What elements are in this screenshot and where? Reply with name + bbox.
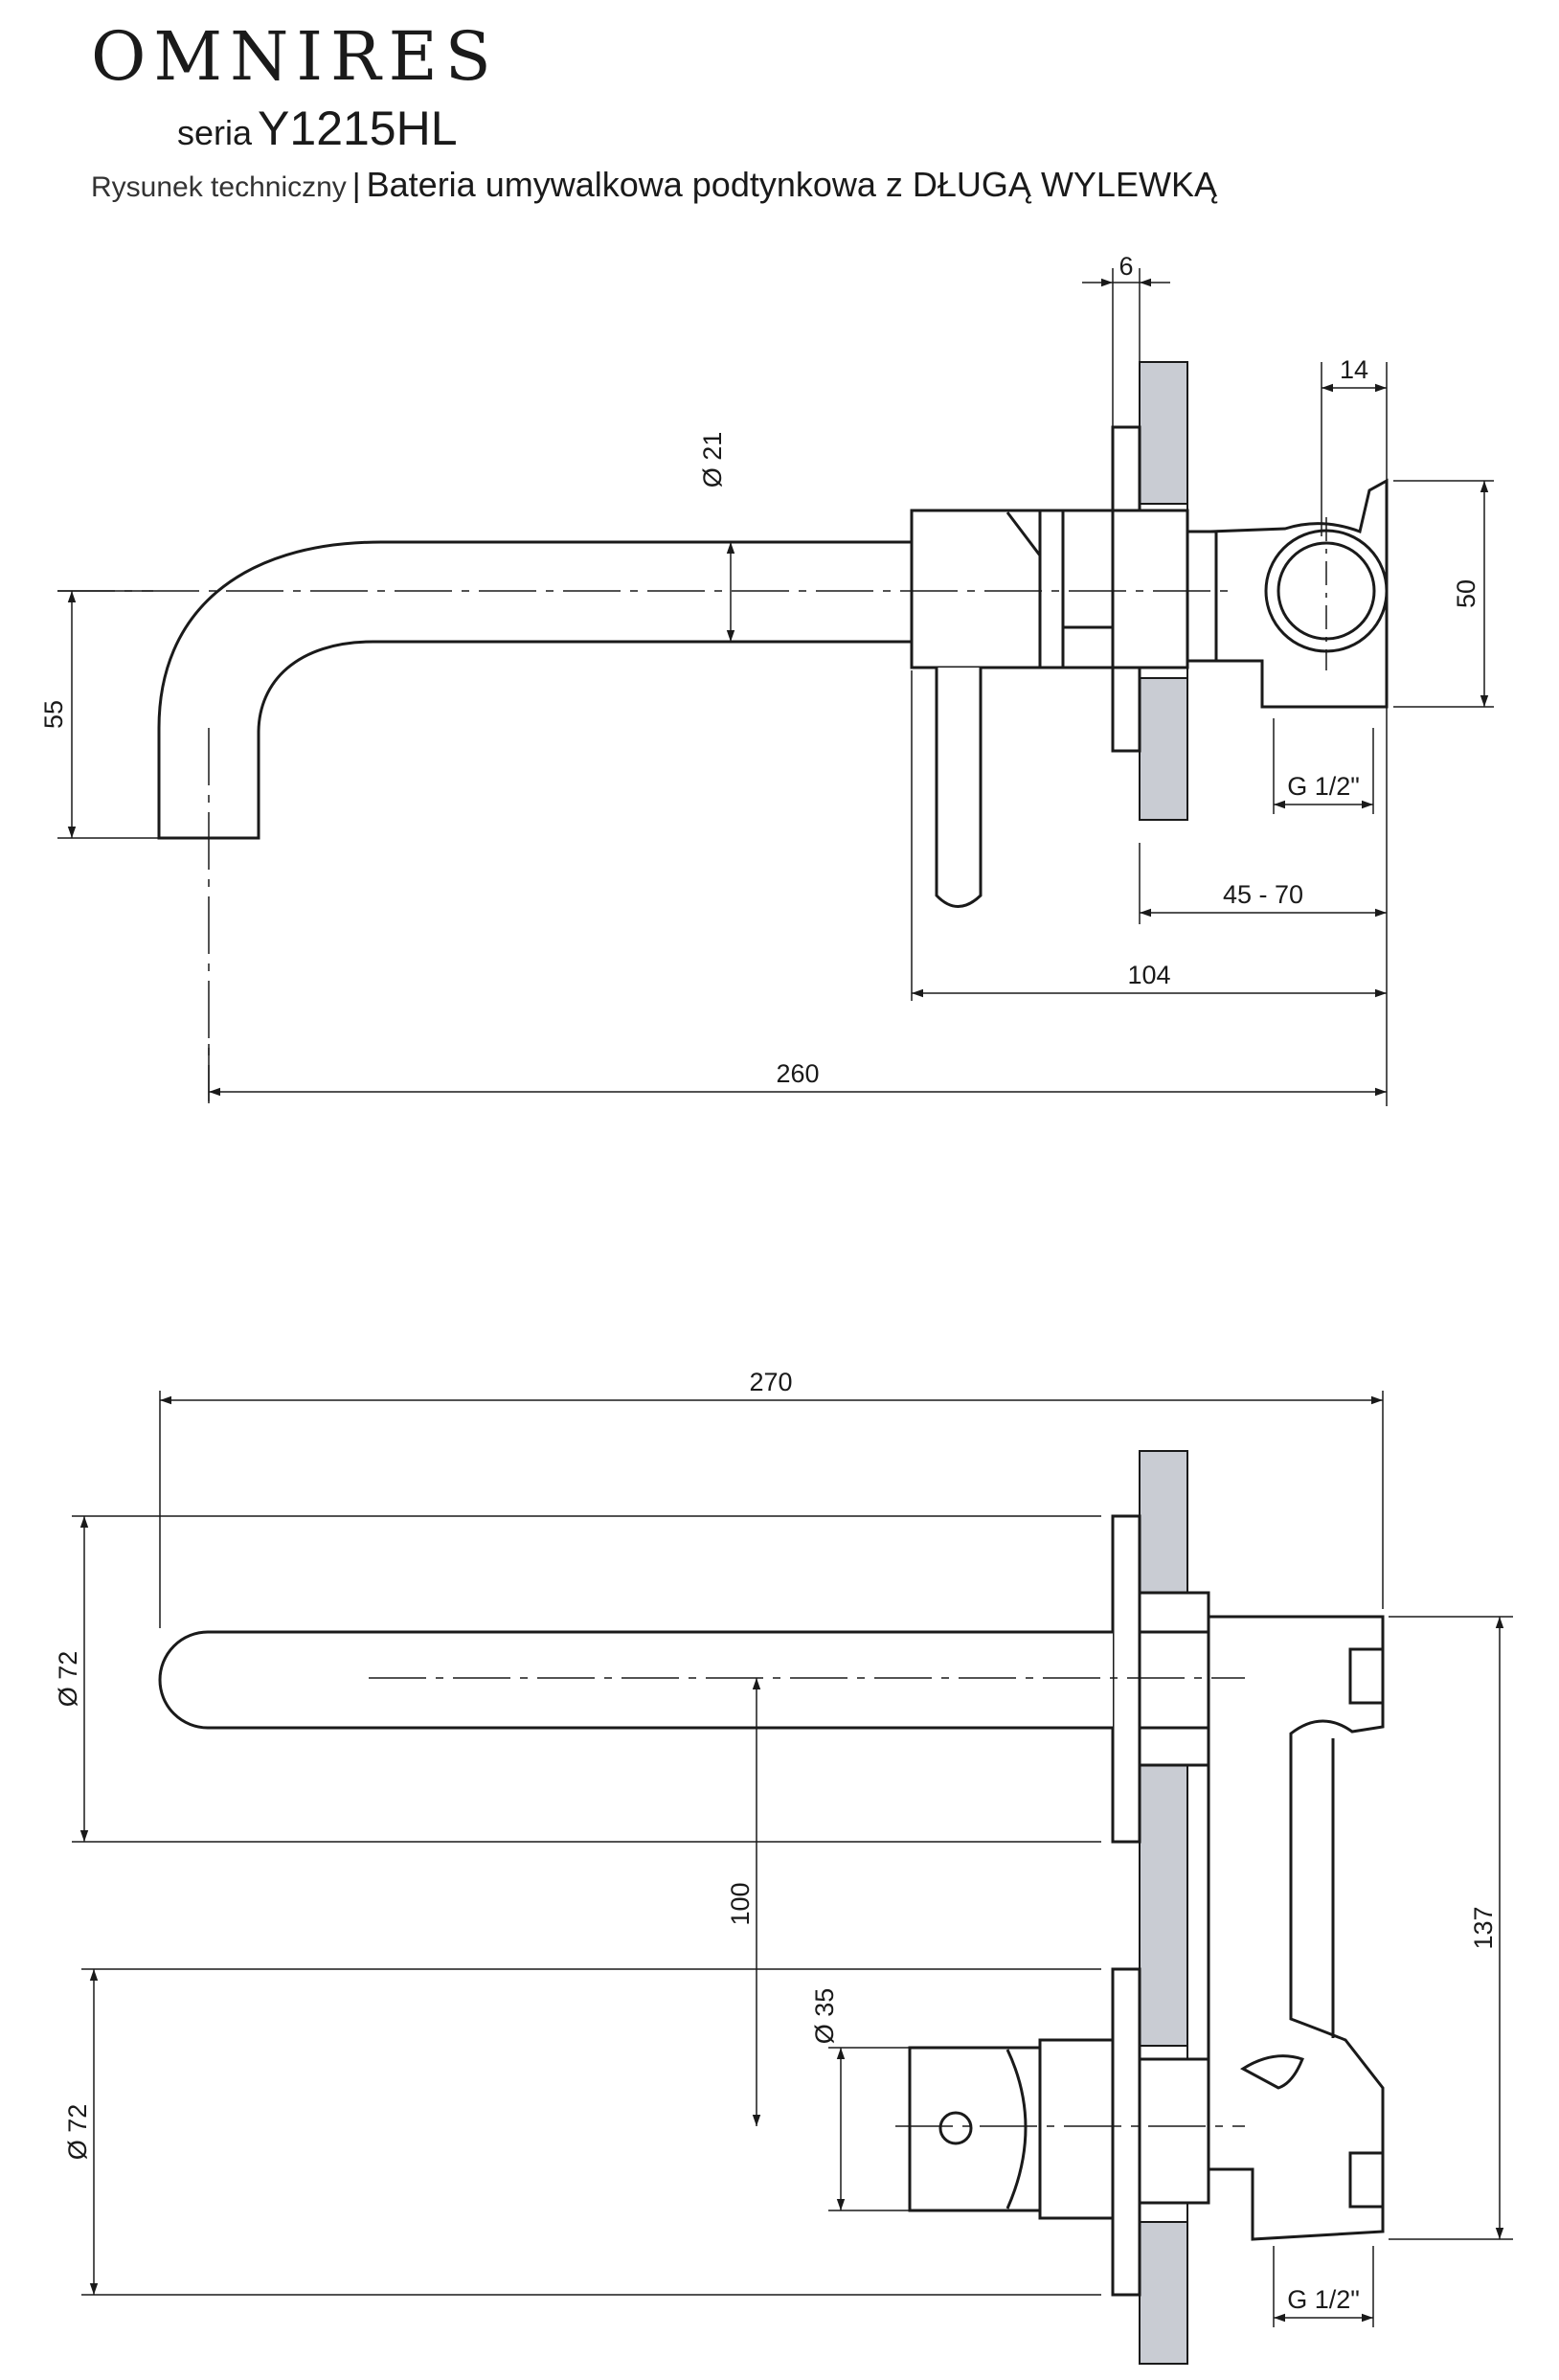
dim-spout-drop: 55 <box>39 700 68 729</box>
wall-plate-upper <box>1111 1514 1141 1844</box>
product-name: Bateria umywalkowa podtynkowa z DŁUGĄ WY… <box>366 165 1217 204</box>
drawing-subtitle: Rysunek techniczny|Bateria umywalkowa po… <box>91 165 1217 205</box>
dim-thread-top: G 1/2" <box>1287 2285 1360 2314</box>
wall-section-mid2 <box>1139 1763 1188 2047</box>
wall-plate-lower <box>1111 1967 1141 2297</box>
lever <box>935 668 983 908</box>
dim-body-height: 50 <box>1452 579 1480 608</box>
handle-body <box>910 509 1042 669</box>
spout <box>157 540 912 840</box>
dim-handle-diameter: Ø 35 <box>810 1988 839 2045</box>
connector-outer <box>1264 529 1389 653</box>
top-view <box>72 1391 1513 2365</box>
handle-screw <box>938 2111 973 2145</box>
dim-spout-diameter: Ø 21 <box>698 432 727 488</box>
dim-axis-spacing: 100 <box>726 1882 755 1925</box>
subtitle-separator: | <box>351 168 361 204</box>
brand-logo: OMNIRES <box>91 17 499 96</box>
dim-plate-bottom: Ø 72 <box>63 2104 92 2161</box>
in-wall-body-top <box>1207 1615 1385 2241</box>
subtitle-label: Rysunek techniczny <box>91 171 347 203</box>
dim-install-depth: 45 - 70 <box>1223 880 1303 909</box>
dim-wall-plate: 6 <box>1118 252 1133 281</box>
wall-section-bot2 <box>1139 2221 1188 2365</box>
dim-handle-depth: 104 <box>1127 961 1170 989</box>
wall-section-bottom <box>1139 677 1188 821</box>
dim-total-length: 270 <box>749 1368 792 1396</box>
handle-top <box>908 2046 1042 2212</box>
dim-thread-side: G 1/2" <box>1287 772 1360 801</box>
spout-top <box>158 1630 1113 1730</box>
wall-section-top2 <box>1139 1450 1188 1594</box>
series-model: Y1215HL <box>258 102 458 155</box>
dim-conn-depth: 14 <box>1340 355 1368 384</box>
dim-body-length: 137 <box>1469 1906 1498 1949</box>
side-view <box>57 268 1494 1106</box>
wall-section-top <box>1139 361 1188 505</box>
series-prefix: seria <box>177 113 253 152</box>
dim-plate-top: Ø 72 <box>54 1651 82 1708</box>
dim-total-reach: 260 <box>776 1059 819 1088</box>
